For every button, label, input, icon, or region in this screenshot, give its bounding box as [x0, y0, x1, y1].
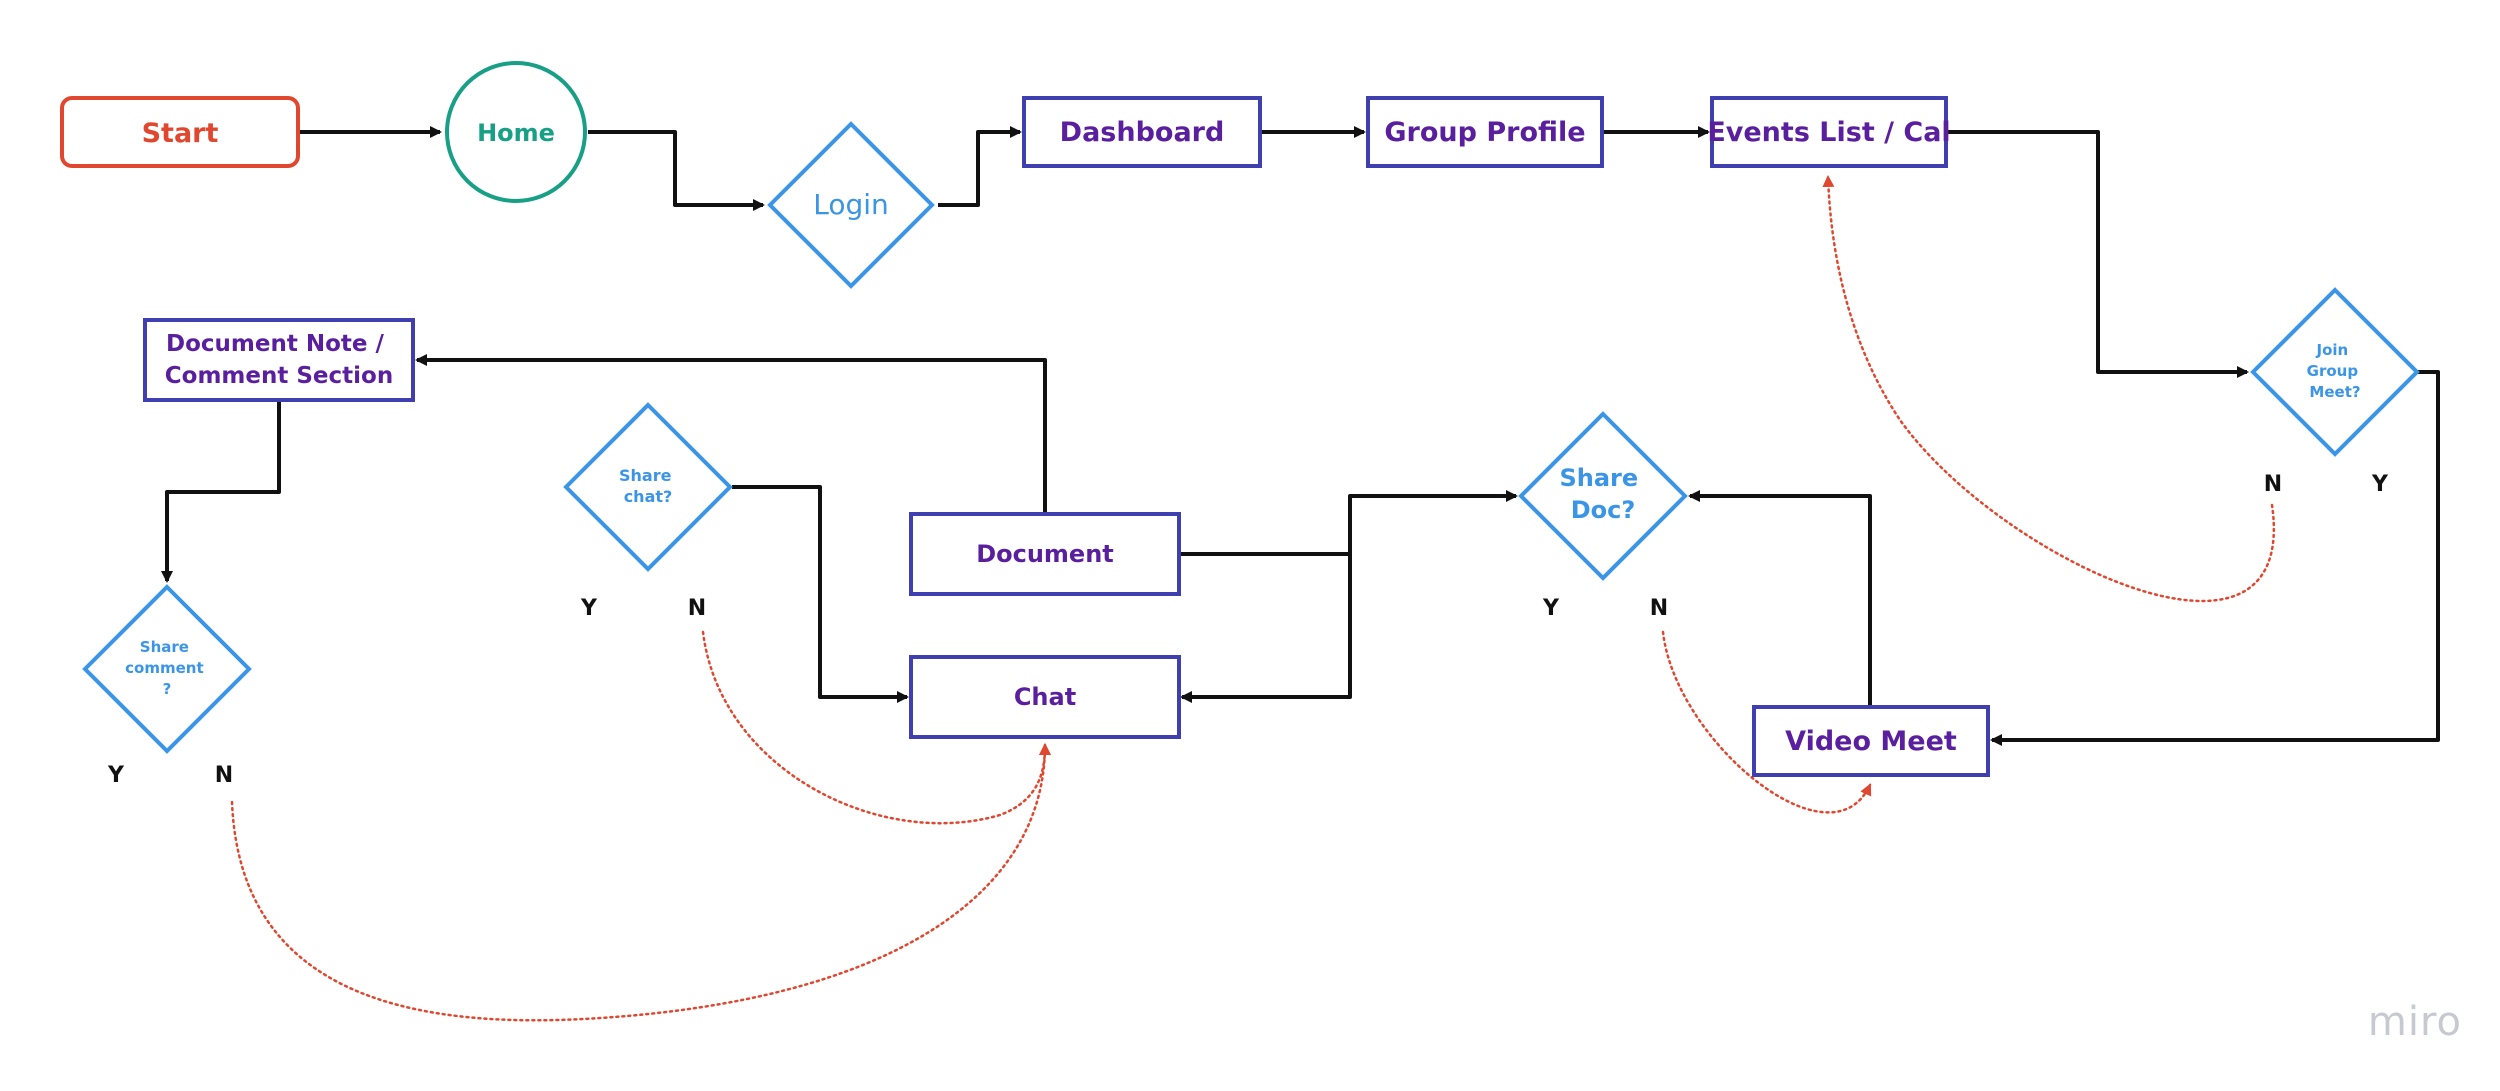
edge-document-document-note — [415, 354, 1047, 513]
edge-share-comment-no-chat — [230, 743, 1051, 1022]
edge-share-chat-no-chat — [701, 630, 1051, 825]
share-comment-decision[interactable]: Share comment ? — [82, 584, 252, 754]
share-doc-yes-label: Y — [1542, 596, 1560, 621]
edge-document-note-share-comment — [161, 402, 281, 583]
share-doc-no-label: N — [1650, 596, 1668, 621]
join-group-meet-yes-label: Y — [2371, 472, 2389, 497]
group-profile-node[interactable]: Group Profile — [1366, 96, 1604, 168]
edge-join-meet-no-events — [1822, 175, 2276, 603]
share-chat-yes-label: Y — [580, 596, 598, 621]
share-comment-no-label: N — [215, 763, 233, 788]
login-label: Login — [813, 188, 889, 221]
edge-document-chat — [1180, 554, 1352, 703]
events-list-node[interactable]: Events List / Cal — [1707, 96, 1951, 168]
join-group-meet-decision[interactable]: Join Group Meet? — [2250, 287, 2420, 457]
edge-join-meet-video-meet — [1990, 370, 2440, 746]
share-doc-decision[interactable]: Share Doc? — [1518, 411, 1688, 581]
edge-login-dashboard — [938, 126, 1022, 207]
share-doc-label: Share Doc? — [1559, 464, 1646, 524]
share-comment-label: Share comment ? — [125, 638, 209, 698]
miro-watermark: miro — [2367, 999, 2462, 1045]
dashboard-node[interactable]: Dashboard — [1022, 96, 1262, 168]
share-chat-label: Share chat? — [619, 466, 677, 506]
join-group-meet-no-label: N — [2264, 472, 2282, 497]
video-meet-node[interactable]: Video Meet — [1752, 705, 1990, 777]
join-group-meet-label: Join Group Meet? — [2307, 341, 2364, 401]
edge-video-meet-share-doc — [1688, 490, 1872, 706]
login-decision[interactable]: Login — [767, 121, 935, 289]
group-profile-label: Group Profile — [1384, 117, 1585, 148]
share-chat-decision[interactable]: Share chat? — [563, 402, 733, 572]
share-comment-yes-label: Y — [107, 763, 125, 788]
events-list-label: Events List / Cal — [1707, 117, 1950, 148]
edge-document-share-doc — [1180, 490, 1518, 556]
edge-share-doc-no-video-meet — [1661, 630, 1872, 814]
edge-share-chat-chat — [732, 485, 909, 703]
edge-events-join-meet — [1948, 130, 2249, 378]
share-chat-no-label: N — [688, 596, 706, 621]
dashboard-label: Dashboard — [1060, 117, 1225, 148]
document-node[interactable]: Document — [909, 512, 1181, 596]
chat-node[interactable]: Chat — [909, 655, 1181, 739]
start-label: Start — [142, 118, 219, 149]
video-meet-label: Video Meet — [1785, 726, 1957, 757]
home-node[interactable]: Home — [445, 61, 587, 203]
home-label: Home — [477, 119, 555, 147]
document-note-label: Document Note / Comment Section — [165, 331, 393, 389]
start-node[interactable]: Start — [60, 96, 300, 168]
chat-label: Chat — [1014, 683, 1076, 711]
document-label: Document — [976, 540, 1114, 568]
document-note-node[interactable]: Document Note / Comment Section — [143, 318, 415, 402]
edge-home-login — [588, 130, 765, 211]
